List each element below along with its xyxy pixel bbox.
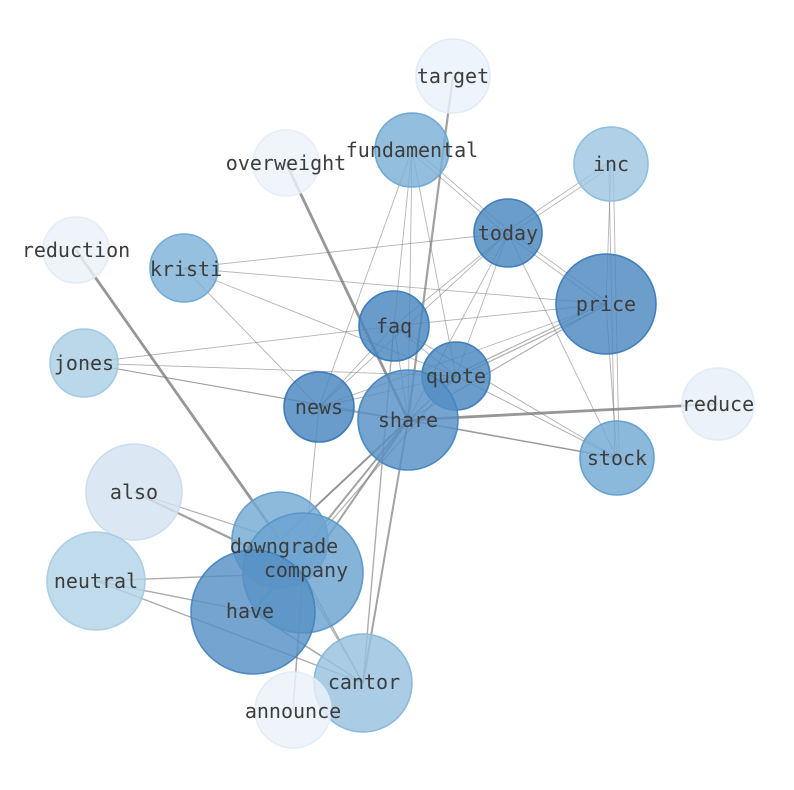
node-reduce [681,367,755,441]
edge-reduction-downgrade [74,249,282,541]
node-share [357,369,459,471]
node-faq [358,290,430,362]
edge-kristi-price [183,267,607,305]
edge-fundamental-quote [411,149,457,377]
node-also [85,443,183,541]
node-overweight [252,129,320,197]
node-reduction [42,216,110,284]
node-today [473,198,543,268]
node-announce [254,671,332,749]
node-inc [573,126,649,202]
edge-jones-faq [83,325,395,364]
node-have [190,549,316,675]
edge-today-kristi [183,232,509,269]
edge-fundamental-news [318,149,413,408]
edge-today-stock [507,232,618,459]
node-stock [579,420,655,496]
node-target [415,38,491,114]
node-neutral [46,531,146,631]
nodes-layer [42,38,755,749]
node-fundamental [374,112,450,188]
edge-share-reduce [407,402,719,422]
node-price [555,253,657,355]
node-news [283,371,355,443]
edge-kristi-quote [183,267,457,377]
node-jones [49,328,119,398]
edge-faq-stock [393,325,618,459]
node-kristi [149,233,219,303]
